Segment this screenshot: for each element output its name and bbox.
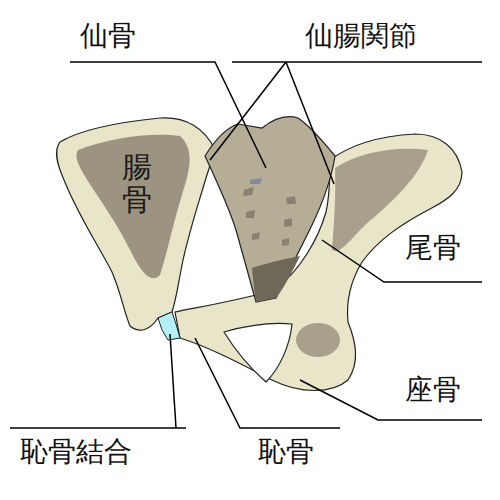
leader-line [232, 61, 482, 63]
ilium-shading [76, 135, 189, 278]
leader-lines [10, 62, 482, 428]
bone-name: 座骨 [405, 374, 461, 406]
acetabulum [296, 323, 340, 357]
sacral-mark [250, 178, 262, 184]
bone-name: 恥骨 [258, 436, 314, 468]
sacral-foramina [243, 187, 296, 246]
leader-line [70, 62, 266, 168]
bone-name: 恥骨結合 [20, 436, 132, 468]
bone-name: 仙骨 [80, 20, 136, 52]
bone-name: 仙腸関節 [305, 20, 417, 52]
leader-line [286, 62, 334, 184]
leader-line [170, 334, 176, 428]
pubic-symphysis [158, 312, 180, 340]
leader-line [10, 427, 186, 429]
coccyx [252, 256, 300, 302]
left-hip-bone [57, 118, 215, 330]
bone-name: 尾骨 [405, 232, 461, 264]
sacrum [205, 117, 335, 302]
leader-line [210, 62, 286, 160]
bone-name-vertical: 腸骨 [122, 150, 152, 216]
leader-line [195, 338, 340, 428]
obturator-foramen [224, 323, 292, 382]
